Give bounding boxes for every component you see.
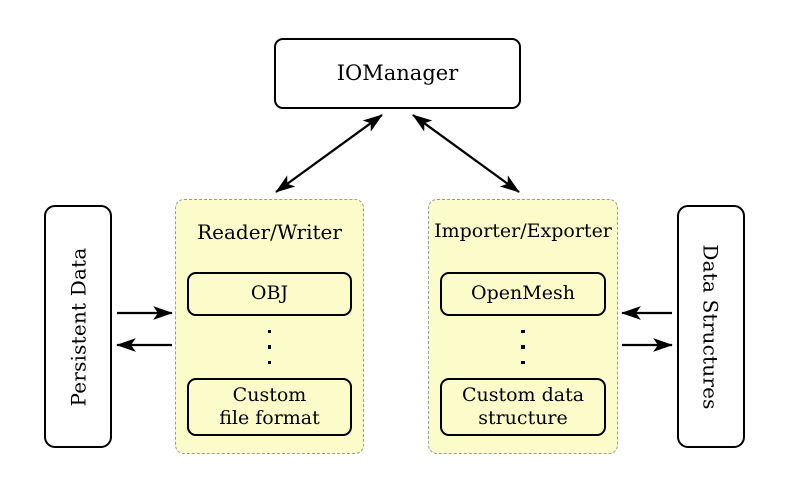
item-custom-file-format-line2: file format: [219, 407, 320, 429]
item-openmesh: OpenMesh: [440, 272, 606, 316]
item-custom-file-format-line1: Custom: [232, 383, 307, 406]
group-importer-exporter: Importer/Exporter OpenMesh Custom data s…: [428, 199, 618, 454]
item-custom-data-structure-label: Custom data structure: [462, 384, 584, 430]
item-custom-data-structure-line1: Custom data: [461, 383, 585, 406]
node-io-manager: IOManager: [274, 38, 521, 109]
item-custom-data-structure: Custom data structure: [440, 378, 606, 436]
item-custom-data-structure-line2: structure: [478, 407, 568, 429]
io-manager-label: IOManager: [336, 61, 459, 86]
group-importer-exporter-title: Importer/Exporter: [434, 220, 612, 242]
arrow-manager-reader-writer: [275, 114, 383, 193]
node-persistent-data: Persistent Data: [44, 205, 112, 448]
item-obj-label: OBJ: [250, 282, 289, 305]
importer-exporter-ellipsis-icon: [429, 330, 617, 364]
group-reader-writer-title: Reader/Writer: [197, 220, 342, 244]
item-custom-file-format-label: Custom file format: [219, 384, 320, 430]
arrow-manager-importer-exporter: [412, 114, 520, 193]
group-reader-writer: Reader/Writer OBJ Custom file format: [175, 199, 364, 454]
reader-writer-ellipsis-icon: [176, 330, 363, 364]
node-data-structures: Data Structures: [677, 205, 745, 448]
item-openmesh-label: OpenMesh: [471, 282, 575, 305]
persistent-data-label: Persistent Data: [66, 247, 91, 406]
data-structures-label: Data Structures: [699, 243, 723, 410]
item-obj: OBJ: [187, 272, 352, 316]
item-custom-file-format: Custom file format: [187, 378, 352, 436]
